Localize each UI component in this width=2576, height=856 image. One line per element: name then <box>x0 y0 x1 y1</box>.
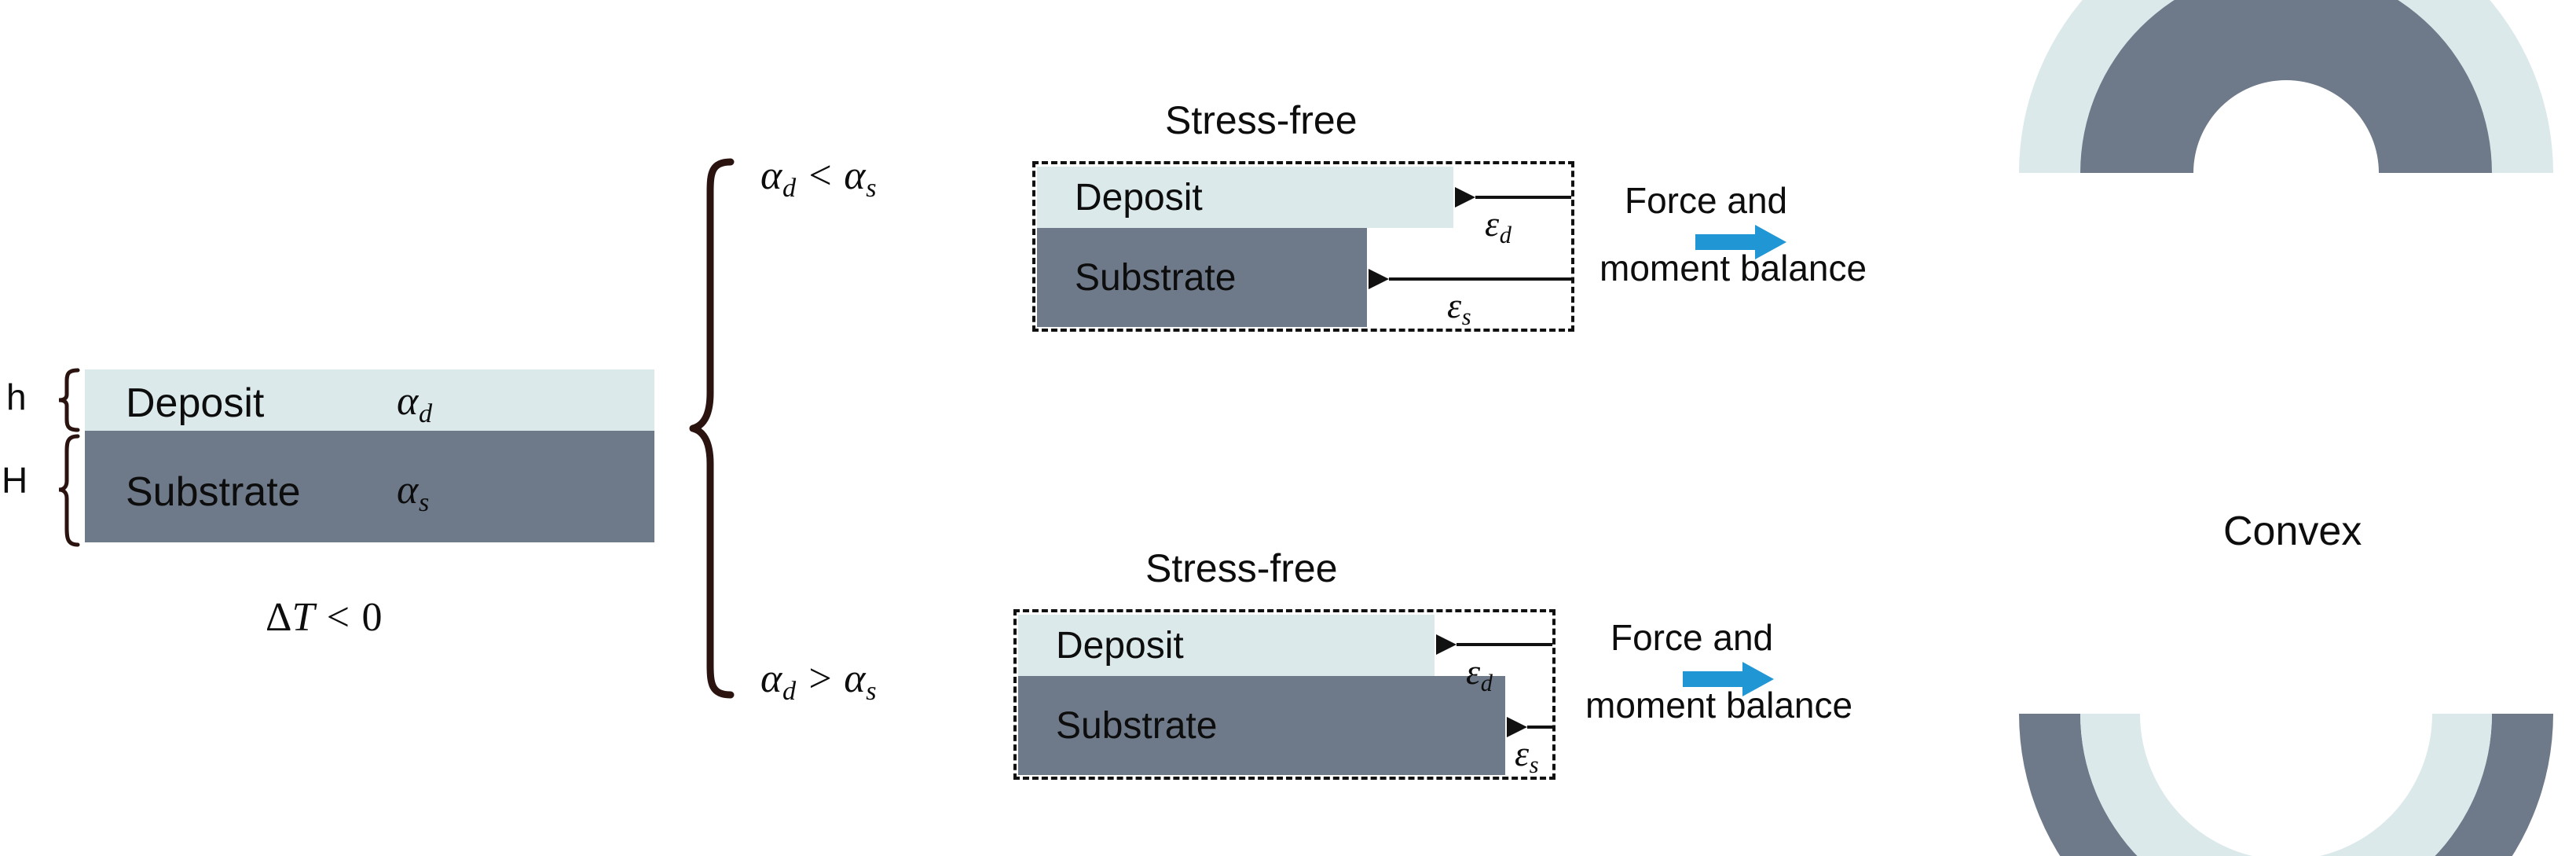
left-substrate-block <box>85 431 654 542</box>
top-deposit-block <box>1037 167 1453 228</box>
left-deposit-label: Deposit <box>126 380 265 426</box>
top-transition-label-line2: moment balance <box>1599 248 1867 288</box>
top-strain-arrow-deposit-head <box>1455 187 1475 208</box>
top-stress-free-label: Stress-free <box>1165 98 1358 142</box>
bottom-branch-inequality: αd > αs <box>760 656 877 707</box>
top-strain-arrow-substrate-head <box>1369 269 1389 289</box>
left-substrate-cte-symbol: αs <box>397 468 430 518</box>
bottom-strain-label-deposit: εd <box>1466 652 1493 697</box>
left-deposit-cte-symbol: αd <box>397 379 433 429</box>
top-reference-frame <box>1032 161 1574 332</box>
bottom-stress-free-label: Stress-free <box>1145 546 1338 590</box>
temperature-condition: ΔT < 0 <box>266 595 383 640</box>
top-strain-label-deposit: εd <box>1485 204 1512 249</box>
left-deposit-block <box>85 369 654 431</box>
thickness-label-h: h <box>6 377 27 417</box>
bottom-substrate-block <box>1018 676 1505 775</box>
brace-h-icon <box>43 368 81 432</box>
top-substrate-block <box>1037 228 1367 327</box>
brace-H-icon <box>43 434 81 548</box>
split-brace-icon <box>685 157 740 700</box>
bottom-strain-arrow-deposit-head <box>1436 634 1457 655</box>
top-transition-right-arrow-icon <box>1695 225 1786 259</box>
bottom-deposit-label: Deposit <box>1056 625 1184 667</box>
thickness-label-H: H <box>2 460 28 501</box>
bottom-reference-frame <box>1013 609 1555 780</box>
convex-label: Convex <box>2223 509 2362 554</box>
bottom-deposit-block <box>1018 615 1435 676</box>
left-substrate-label: Substrate <box>126 469 301 515</box>
top-transition-label-line1: Force and <box>1625 180 1788 221</box>
top-deposit-label: Deposit <box>1075 177 1203 219</box>
top-strain-arrow-deposit-line <box>1475 196 1571 199</box>
top-branch-inequality: αd < αs <box>760 153 877 204</box>
bottom-strain-arrow-substrate-line <box>1527 726 1552 729</box>
bottom-substrate-label: Substrate <box>1056 705 1218 747</box>
top-substrate-label: Substrate <box>1075 257 1237 299</box>
bottom-strain-arrow-deposit-line <box>1457 643 1552 646</box>
top-strain-label-substrate: εs <box>1447 285 1471 331</box>
convex-shape <box>2011 564 2561 856</box>
bottom-transition-label-line1: Force and <box>1610 617 1774 658</box>
bottom-transition-right-arrow-icon <box>1683 662 1774 696</box>
bottom-transition-label-line2: moment balance <box>1585 685 1853 726</box>
top-strain-arrow-substrate-line <box>1389 277 1571 281</box>
concave-shape <box>2011 0 2561 181</box>
bottom-strain-label-substrate: εs <box>1515 733 1539 779</box>
